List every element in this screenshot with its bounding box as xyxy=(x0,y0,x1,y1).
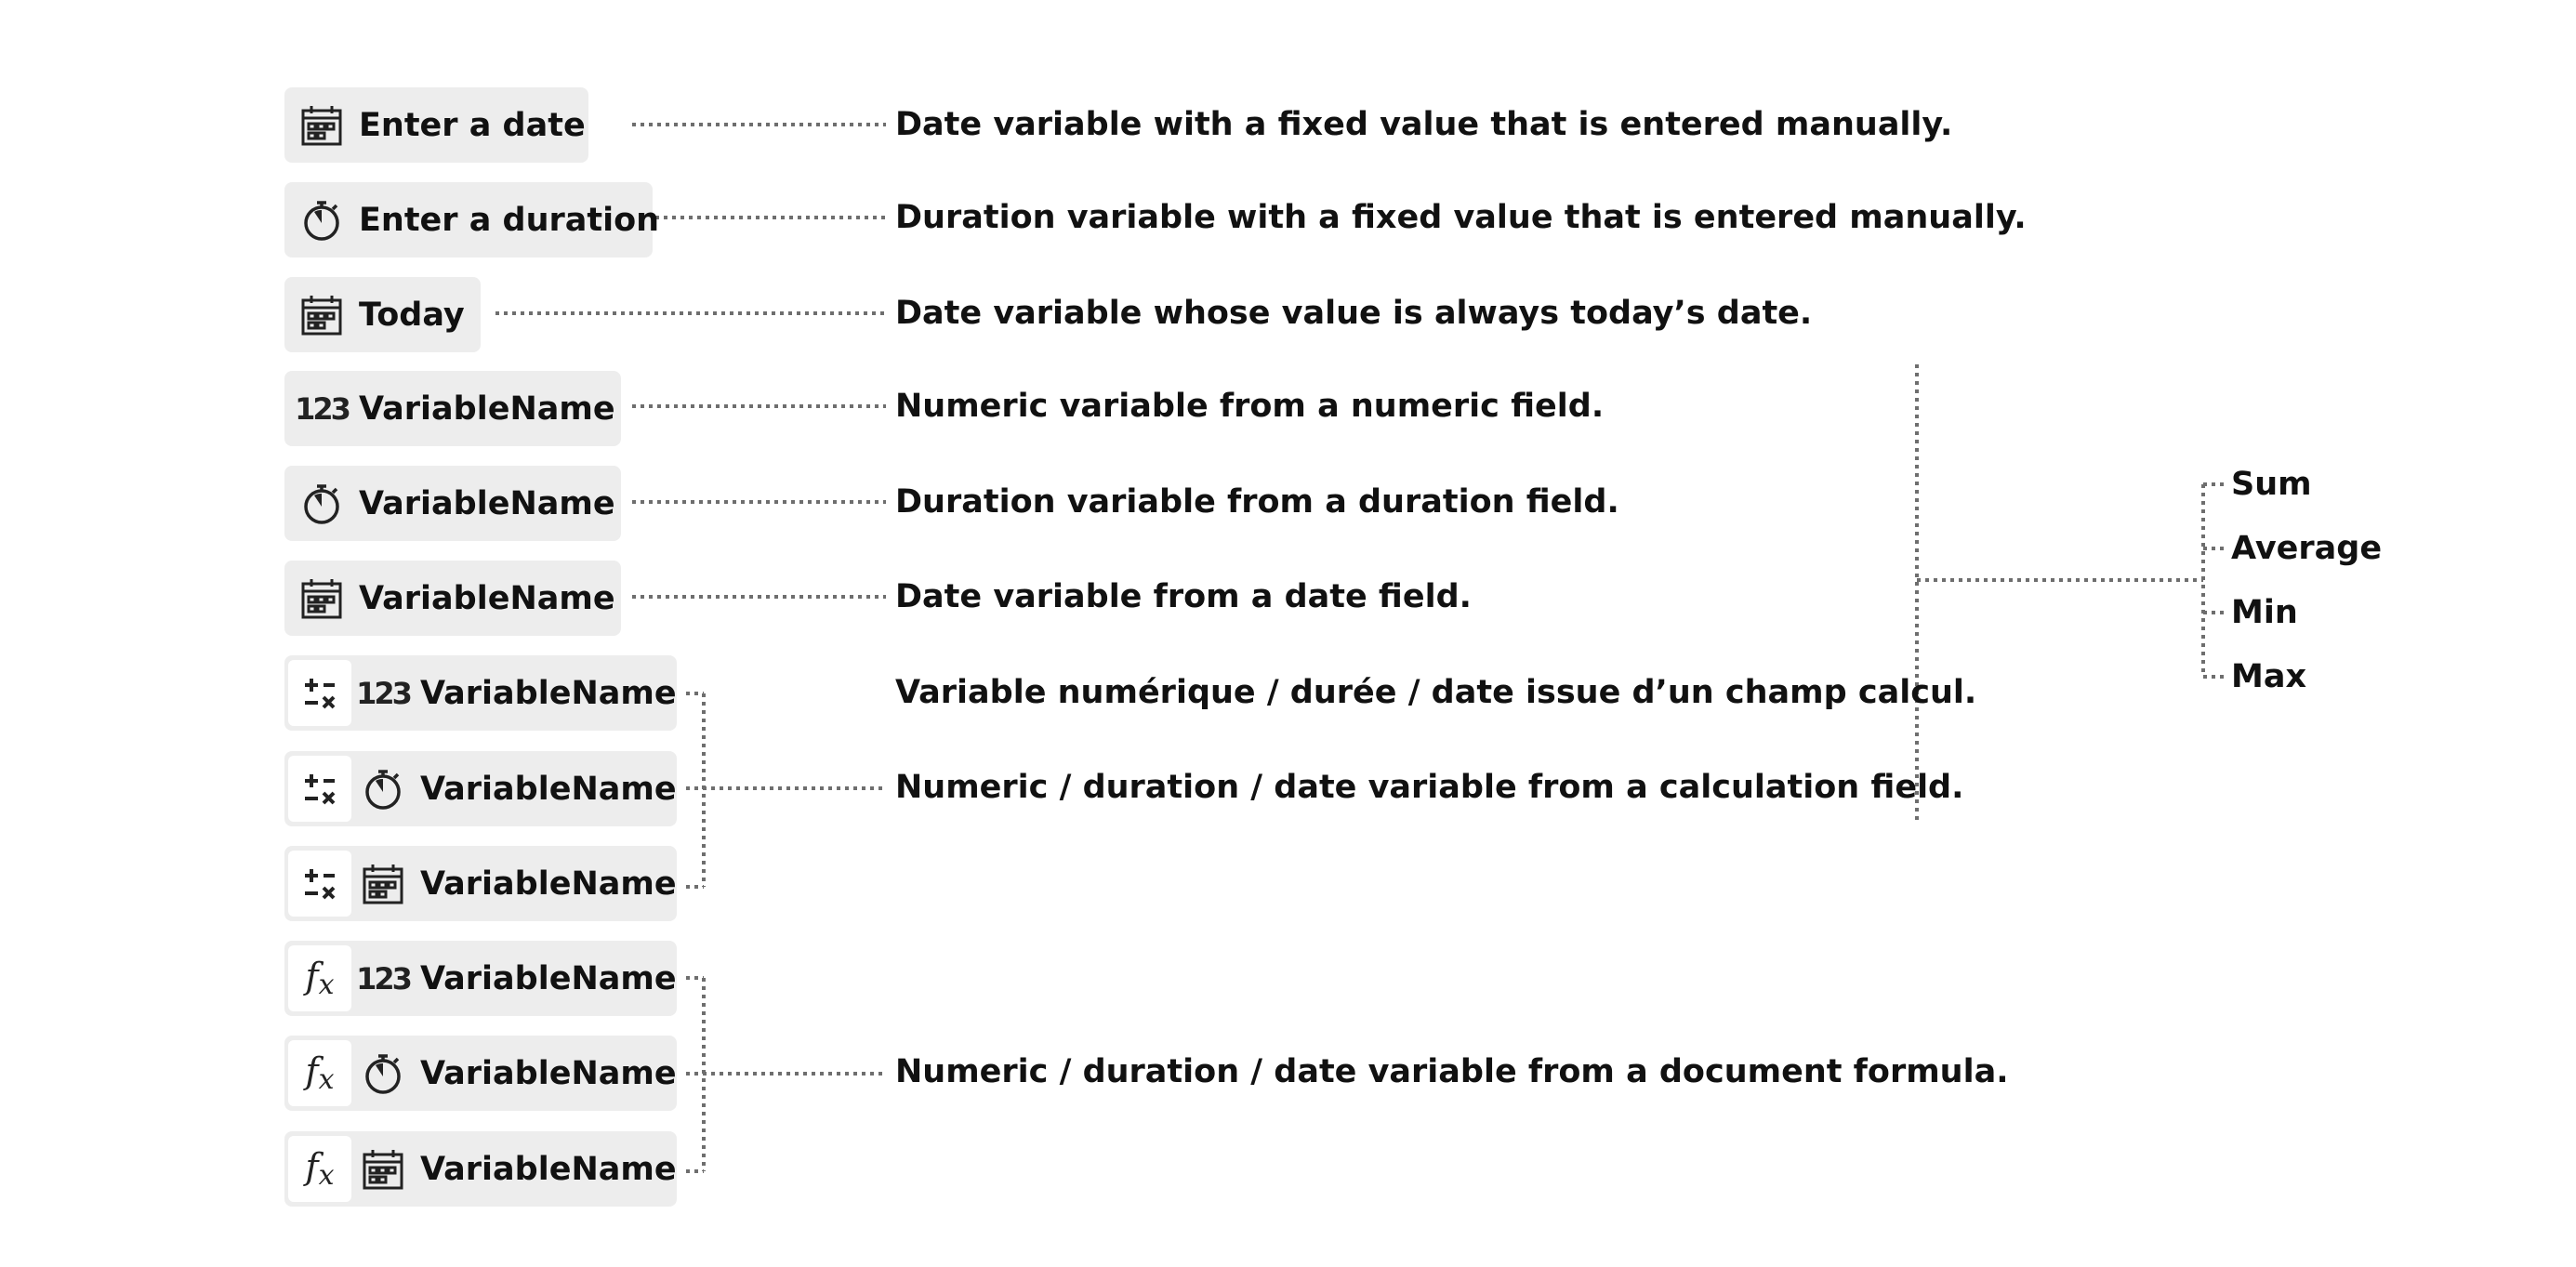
numeric-123-icon: 123 xyxy=(356,675,413,711)
description-calc-fr: Variable numérique / durée / date issue … xyxy=(895,674,1977,711)
variable-chip-enter-date[interactable]: Enter a date xyxy=(284,87,588,163)
chip-label: VariableName xyxy=(359,579,615,617)
chip-label: VariableName xyxy=(359,484,615,522)
chip-label: VariableName xyxy=(420,864,677,903)
numeric-123-icon: 123 xyxy=(356,960,413,996)
calendar-icon xyxy=(299,103,344,148)
variable-chip-numeric-field[interactable]: 123 VariableName xyxy=(284,371,621,446)
stopwatch-icon xyxy=(299,482,344,526)
variable-chip-formula-duration[interactable]: fx VariableName xyxy=(284,1036,677,1111)
formula-fx-icon: fx xyxy=(288,1040,351,1106)
stopwatch-icon xyxy=(361,1051,405,1096)
aggregation-sum: Sum xyxy=(2231,466,2312,503)
variable-chip-formula-date[interactable]: fx VariableName xyxy=(284,1131,677,1207)
variable-chip-calc-duration[interactable]: VariableName xyxy=(284,751,677,826)
description-formula: Numeric / duration / date variable from … xyxy=(895,1053,2009,1090)
description-enter-date: Date variable with a fixed value that is… xyxy=(895,106,1953,143)
calendar-icon xyxy=(299,293,344,337)
chip-label: VariableName xyxy=(420,1054,677,1092)
chip-label: VariableName xyxy=(420,770,677,808)
formula-fx-icon: fx xyxy=(288,1136,351,1202)
variable-chip-duration-field[interactable]: VariableName xyxy=(284,466,621,541)
aggregation-max: Max xyxy=(2231,658,2307,695)
description-today: Date variable whose value is always toda… xyxy=(895,295,1813,332)
calendar-icon xyxy=(299,576,344,621)
chip-label: VariableName xyxy=(420,1150,677,1188)
calculation-icon xyxy=(288,756,351,822)
chip-label: Enter a duration xyxy=(359,201,660,239)
calculation-icon xyxy=(288,660,351,726)
variable-chip-date-field[interactable]: VariableName xyxy=(284,561,621,636)
variable-chip-calc-date[interactable]: VariableName xyxy=(284,846,677,921)
description-duration-field: Duration variable from a duration field. xyxy=(895,483,1619,521)
variable-chip-calc-numeric[interactable]: 123 VariableName xyxy=(284,655,677,731)
aggregation-average: Average xyxy=(2231,530,2383,567)
chip-label: VariableName xyxy=(420,959,677,997)
stopwatch-icon xyxy=(299,198,344,243)
calendar-icon xyxy=(361,862,405,906)
variable-chip-today[interactable]: Today xyxy=(284,277,481,352)
variable-chip-enter-duration[interactable]: Enter a duration xyxy=(284,182,659,257)
formula-fx-icon: fx xyxy=(288,945,351,1011)
description-calc-en: Numeric / duration / date variable from … xyxy=(895,769,1964,806)
numeric-123-icon: 123 xyxy=(295,390,351,427)
calendar-icon xyxy=(361,1147,405,1192)
chip-label: VariableName xyxy=(359,389,615,428)
variable-chip-formula-numeric[interactable]: fx 123 VariableName xyxy=(284,941,677,1016)
aggregation-min: Min xyxy=(2231,594,2298,631)
calculation-icon xyxy=(288,851,351,917)
stopwatch-icon xyxy=(361,767,405,812)
description-enter-duration: Duration variable with a fixed value tha… xyxy=(895,199,2027,236)
chip-label: VariableName xyxy=(420,674,677,712)
description-date-field: Date variable from a date field. xyxy=(895,578,1472,615)
description-numeric-field: Numeric variable from a numeric field. xyxy=(895,388,1605,425)
chip-label: Enter a date xyxy=(359,106,586,144)
chip-label: Today xyxy=(359,296,465,334)
